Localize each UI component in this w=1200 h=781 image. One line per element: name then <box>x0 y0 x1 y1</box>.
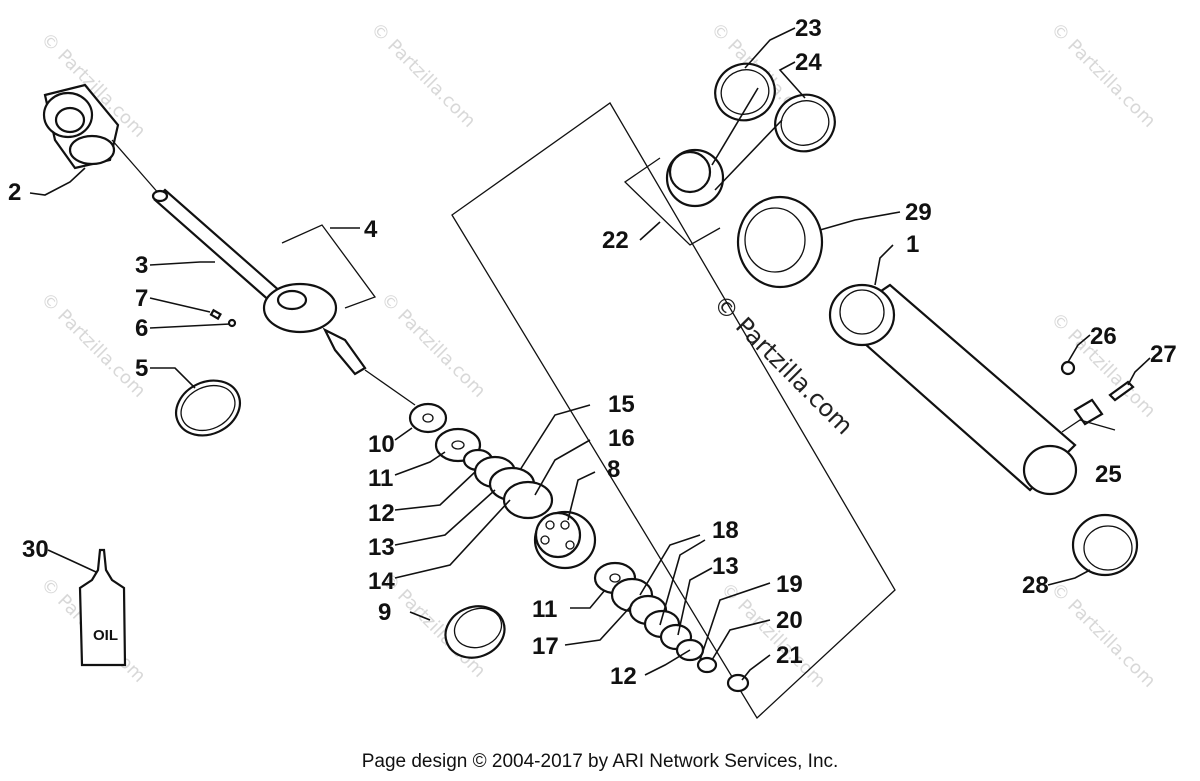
callout-28: 28 <box>1022 572 1049 599</box>
oil-label: OIL <box>93 627 118 644</box>
callout-1: 1 <box>906 231 919 258</box>
callout-13b: 13 <box>712 553 739 580</box>
ball-6 <box>227 318 237 328</box>
bushing-28 <box>1071 513 1139 577</box>
screw-27 <box>1108 380 1135 402</box>
callout-17: 17 <box>532 633 559 660</box>
callout-29: 29 <box>905 199 932 226</box>
watermark-tile: © Partzilla.com <box>36 289 149 402</box>
callout-23: 23 <box>795 15 822 42</box>
callout-5: 5 <box>135 355 148 382</box>
washer-stack-upper <box>408 402 554 520</box>
bracket-4 <box>281 224 377 309</box>
watermark-tile: © Partzilla.com <box>366 19 479 132</box>
oil-bottle-part: OIL <box>78 548 127 667</box>
callout-15: 15 <box>608 391 635 418</box>
callouts: 1 2 3 4 5 6 7 8 9 10 11 12 13 14 15 16 1… <box>8 15 1177 690</box>
watermark-tile: © Partzilla.com <box>1046 19 1159 132</box>
ring-24 <box>774 93 836 153</box>
callout-6: 6 <box>135 315 148 342</box>
leader-lines <box>29 27 1151 681</box>
bracket-25 <box>1061 419 1116 433</box>
o-ring-26 <box>1060 360 1076 376</box>
callout-21: 21 <box>776 642 803 669</box>
bracket-22 <box>623 157 721 246</box>
callout-24: 24 <box>795 49 822 76</box>
piston-part <box>533 510 597 570</box>
valve-assembly-bracket <box>451 102 896 720</box>
shock-body-part <box>828 283 1078 496</box>
callout-16: 16 <box>608 425 635 452</box>
piston-mount-part <box>262 282 416 406</box>
callout-10: 10 <box>368 431 395 458</box>
callout-12b: 12 <box>610 663 637 690</box>
watermark-tile: © Partzilla.com <box>376 289 489 402</box>
callout-27: 27 <box>1150 341 1177 368</box>
callout-11b: 11 <box>532 596 557 623</box>
callout-2: 2 <box>8 179 21 206</box>
o-ring-5 <box>175 379 241 437</box>
callout-19: 19 <box>776 571 803 598</box>
callout-8: 8 <box>607 456 620 483</box>
eyelet-end-part <box>42 83 120 170</box>
watermark-tile: © Partzilla.com <box>1046 579 1159 692</box>
small-screw-7 <box>209 308 222 321</box>
watermark-tiles: © Partzilla.com © Partzilla.com © Partzi… <box>36 19 1159 692</box>
callout-30: 30 <box>22 536 49 563</box>
callout-9: 9 <box>378 599 391 626</box>
ring-23 <box>714 62 776 122</box>
callout-14: 14 <box>368 568 395 595</box>
piston-ring-9 <box>444 605 506 659</box>
washer-stack-lower <box>593 561 750 693</box>
callout-13a: 13 <box>368 534 395 561</box>
seal-head-part <box>665 148 725 208</box>
callout-7: 7 <box>135 285 148 312</box>
callout-22: 22 <box>602 227 629 254</box>
callout-11a: 11 <box>368 465 393 492</box>
callout-20: 20 <box>776 607 803 634</box>
callout-18: 18 <box>712 517 739 544</box>
callout-3: 3 <box>135 252 148 279</box>
callout-12a: 12 <box>368 500 395 527</box>
collar-29 <box>736 195 824 289</box>
callout-25: 25 <box>1095 461 1122 488</box>
footer-copyright: Page design © 2004-2017 by ARI Network S… <box>361 751 839 772</box>
callout-4: 4 <box>364 216 378 243</box>
callout-26: 26 <box>1090 323 1117 350</box>
valve-25 <box>1073 398 1104 426</box>
